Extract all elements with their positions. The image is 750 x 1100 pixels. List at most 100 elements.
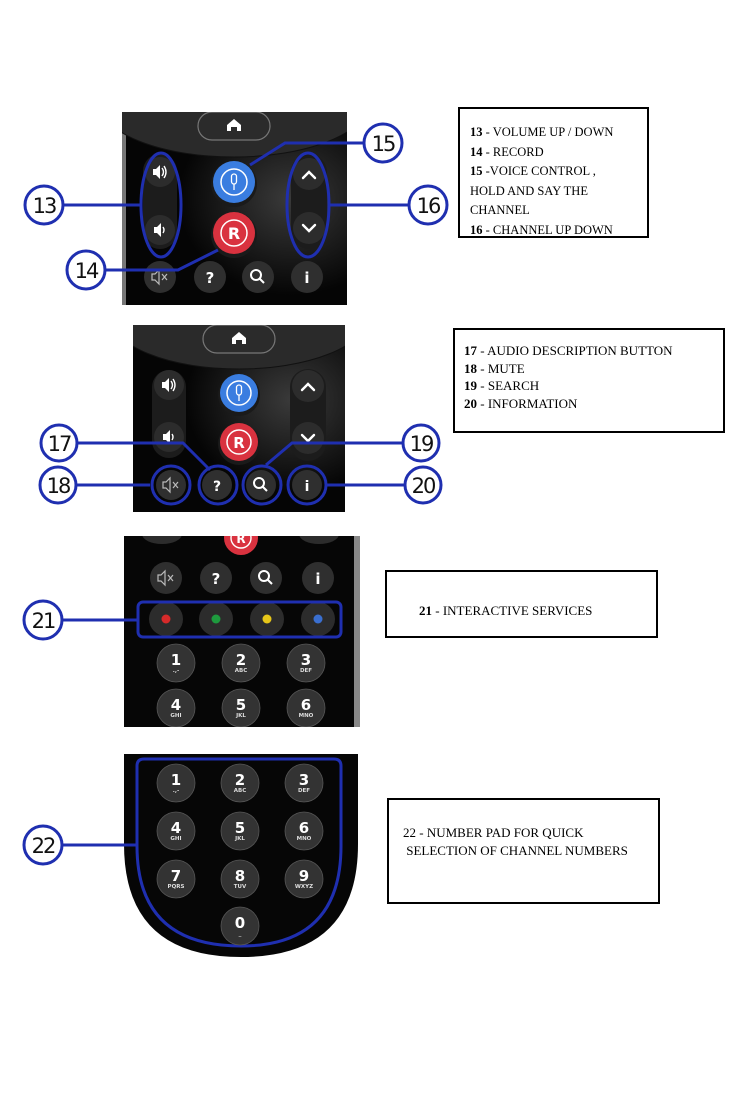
- number-key-digit: 3: [301, 651, 311, 669]
- number-key-shape[interactable]: [156, 643, 196, 683]
- volume-up-icon: [162, 378, 176, 392]
- legend-line: HOLD AND SAY THE CHANNEL: [470, 183, 588, 218]
- mute-icon: [151, 268, 168, 286]
- number-key-digit: 1: [171, 771, 181, 789]
- remote-panel-1: R ? i: [122, 112, 347, 305]
- info-icon: i: [315, 570, 320, 588]
- voice-control-button[interactable]: [220, 374, 258, 412]
- legend-line: 15 -VOICE CONTROL ,: [470, 164, 596, 178]
- record-icon: R: [233, 434, 245, 452]
- number-key-digit: 2: [236, 651, 246, 669]
- channel-up-button[interactable]: [293, 158, 325, 190]
- number-key-digit: 4: [171, 819, 181, 837]
- remote-panel-2: R ? i: [133, 325, 345, 512]
- record-button[interactable]: [213, 212, 255, 254]
- number-key-letters: TUV: [234, 884, 247, 890]
- number-key-shape[interactable]: [156, 811, 196, 851]
- callout-18-label: 18: [47, 474, 70, 498]
- legend-line: 22 - NUMBER PAD FOR QUICK: [403, 825, 584, 840]
- search-button[interactable]: [242, 261, 274, 293]
- callout-17-label: 17: [48, 432, 71, 456]
- remote-body: [124, 754, 358, 957]
- number-key-shape[interactable]: [286, 643, 326, 683]
- callout-13-label: 13: [33, 194, 56, 218]
- number-key-digit: 1: [171, 651, 181, 669]
- record-button[interactable]: [224, 536, 258, 555]
- audio-description-button[interactable]: [200, 562, 232, 594]
- number-key-letters: DEF: [300, 668, 312, 674]
- number-key-shape[interactable]: [221, 688, 261, 727]
- record-button[interactable]: [220, 423, 258, 461]
- number-key-shape[interactable]: [220, 859, 260, 899]
- number-key-shape[interactable]: [156, 763, 196, 803]
- number-key-digit: 3: [299, 771, 309, 789]
- callout-15-label: 15: [372, 132, 395, 156]
- number-key-digit: 7: [171, 867, 181, 885]
- search-button[interactable]: [250, 562, 282, 594]
- number-key-shape[interactable]: [220, 906, 260, 946]
- info-button[interactable]: [302, 562, 334, 594]
- question-mark-icon: ?: [206, 269, 215, 287]
- mute-button[interactable]: [156, 470, 186, 500]
- number-key-letters: ABC: [235, 668, 248, 674]
- legend-box-4: 22 - NUMBER PAD FOR QUICK SELECTION OF C…: [387, 798, 660, 904]
- number-key-digit: 2: [235, 771, 245, 789]
- number-key-shape[interactable]: [284, 811, 324, 851]
- info-button[interactable]: [291, 261, 323, 293]
- channel-up-button[interactable]: [292, 370, 324, 402]
- callout-14-label: 14: [75, 259, 99, 283]
- question-mark-icon: ?: [213, 479, 221, 495]
- info-icon: i: [305, 479, 310, 495]
- callout-17: 17: [39, 423, 79, 463]
- number-key-digit: 6: [299, 819, 309, 837]
- number-key-letters: MNO: [299, 713, 314, 719]
- callout-19-label: 19: [410, 432, 433, 456]
- number-key-letters: ABC: [234, 788, 247, 794]
- number-key-shape[interactable]: [286, 688, 326, 727]
- voice-control-button[interactable]: [213, 161, 255, 203]
- number-key-digit: 5: [236, 696, 246, 714]
- number-key-shape[interactable]: [156, 688, 196, 727]
- number-key-shape[interactable]: [220, 811, 260, 851]
- number-key-shape[interactable]: [284, 859, 324, 899]
- number-key-1[interactable]: 1.,-: [156, 643, 196, 683]
- legend-line: SELECTION OF CHANNEL NUMBERS: [403, 843, 628, 858]
- callout-20: 20: [403, 465, 443, 505]
- search-button[interactable]: [246, 470, 276, 500]
- number-key-letters: PQRS: [168, 884, 185, 890]
- number-key-letters: WXYZ: [295, 884, 313, 890]
- callout-13: 13: [23, 184, 65, 226]
- mute-button[interactable]: [144, 261, 176, 293]
- legend-line: 16 - CHANNEL UP DOWN: [470, 222, 613, 237]
- chevron-down-icon: [300, 433, 316, 443]
- remote-panel-1-graphic: R ? i: [122, 112, 347, 305]
- channel-down-button[interactable]: [292, 422, 324, 454]
- info-icon: i: [304, 269, 309, 287]
- number-key-1[interactable]: 1.,-: [156, 763, 196, 803]
- channel-down-button[interactable]: [293, 212, 325, 244]
- number-key-digit: 8: [235, 867, 245, 885]
- record-icon: R: [228, 224, 240, 243]
- number-key-shape[interactable]: [221, 643, 261, 683]
- callout-19: 19: [401, 423, 441, 463]
- number-key-shape[interactable]: [220, 763, 260, 803]
- number-key-shape[interactable]: [284, 763, 324, 803]
- number-key-shape[interactable]: [156, 859, 196, 899]
- number-key-0[interactable]: 0_: [220, 906, 260, 946]
- mute-button[interactable]: [150, 562, 182, 594]
